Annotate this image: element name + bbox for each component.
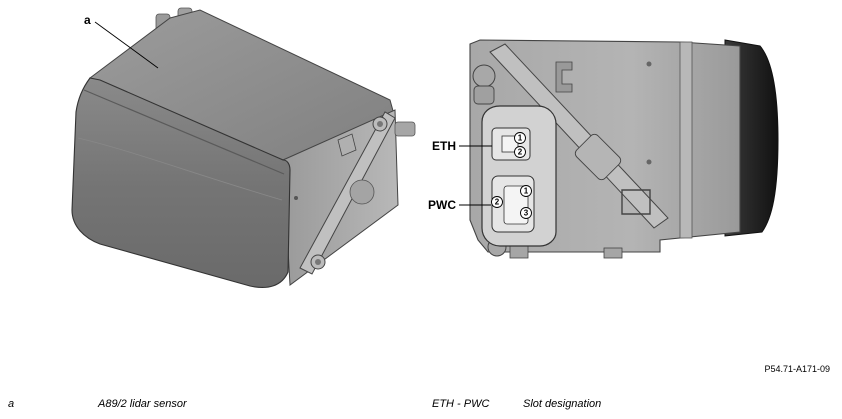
pwc-connector: 1 2 3: [491, 175, 535, 233]
callout-eth: ETH: [432, 139, 492, 153]
callout-pwc-label: PWC: [428, 198, 456, 212]
eth-pin-2: 2: [518, 148, 523, 157]
pwc-pin-2: 2: [495, 198, 500, 207]
callout-a: a: [84, 13, 159, 69]
eth-connector: 1 2: [491, 127, 531, 161]
lidar-sensor-rear-view: 1 2 1 2 3: [469, 39, 779, 259]
legend-key-a: a: [8, 398, 15, 410]
eth-pin-1: 1: [518, 134, 523, 143]
callout-a-label: a: [84, 13, 91, 27]
legend-text-eth-pwc: Slot designation: [523, 398, 602, 410]
legend-key-eth-pwc: ETH - PWC: [432, 398, 490, 410]
callout-pwc: PWC: [428, 198, 491, 212]
lidar-sensor-perspective-view: [71, 7, 416, 289]
pwc-pin-1: 1: [524, 187, 529, 196]
pwc-pin-3: 3: [524, 209, 529, 218]
illustration: a 1 2: [71, 7, 779, 289]
callout-eth-label: ETH: [432, 139, 456, 153]
legend: a A89/2 lidar sensor ETH - PWC Slot desi…: [0, 398, 842, 414]
figure-reference: P54.71-A171-09: [764, 364, 830, 374]
legend-text-a: A89/2 lidar sensor: [98, 398, 187, 410]
